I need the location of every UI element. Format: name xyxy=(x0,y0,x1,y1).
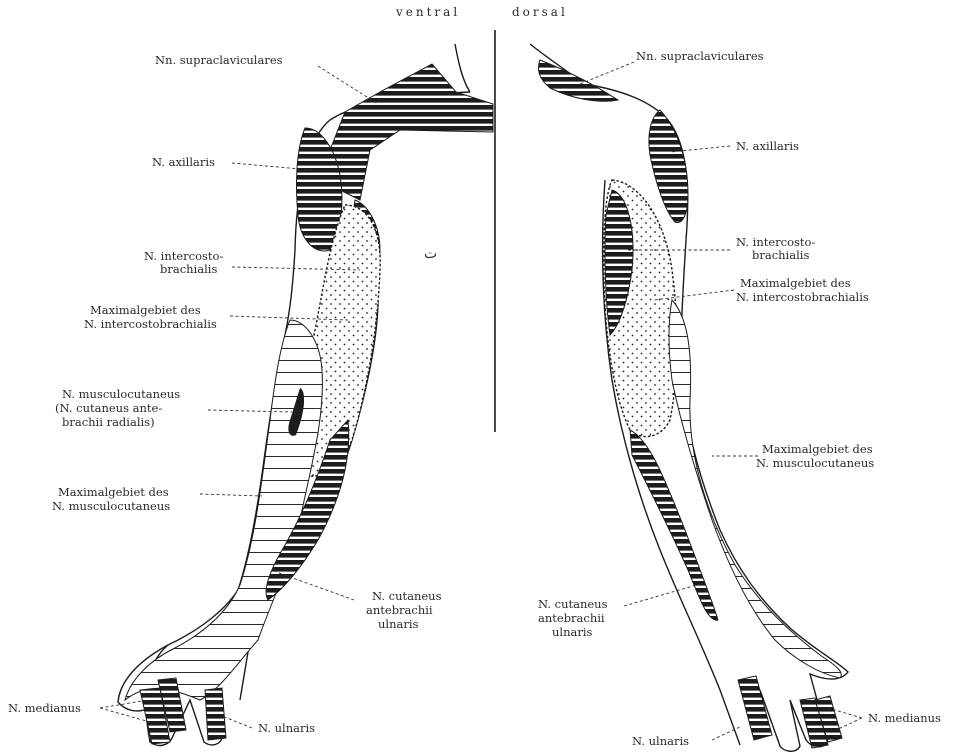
label-d-cutaneus-3: ulnaris xyxy=(552,625,593,639)
label-d-max-musculo-2: N. musculocutaneus xyxy=(756,456,874,470)
dorsal-max-musculocutaneus-area xyxy=(669,300,841,678)
label-v-max-musculo-2: N. musculocutaneus xyxy=(52,499,170,513)
label-d-ulnaris: N. ulnaris xyxy=(632,734,689,748)
label-v-axillaris: N. axillaris xyxy=(152,155,215,169)
label-v-musculo-1: N. musculocutaneus xyxy=(62,387,180,401)
dorsal-axillaris-area xyxy=(649,110,688,223)
label-d-supraclaviculares: Nn. supraclaviculares xyxy=(636,49,764,63)
label-v-cutaneus-1: N. cutaneus xyxy=(372,589,442,603)
label-d-intercosto-2: brachialis xyxy=(752,248,809,262)
label-v-max-intercosto-1: Maximalgebiet des xyxy=(90,303,201,317)
label-v-ulnaris: N. ulnaris xyxy=(258,721,315,735)
dorsal-header: dorsal xyxy=(512,5,568,19)
ventral-supraclavicular-area xyxy=(330,64,493,200)
label-d-max-intercosto-2: N. intercostobrachialis xyxy=(736,290,869,304)
label-v-max-musculo-1: Maximalgebiet des xyxy=(58,485,169,499)
label-v-musculo-3: brachii radialis) xyxy=(62,415,155,429)
label-v-cutaneus-3: ulnaris xyxy=(378,617,419,631)
label-d-max-musculo-1: Maximalgebiet des xyxy=(762,442,873,456)
label-v-medianus: N. medianus xyxy=(8,701,81,715)
label-v-intercosto-1: N. intercosto- xyxy=(144,249,223,263)
label-v-intercosto-2: brachialis xyxy=(160,262,217,276)
label-v-musculo-2: (N. cutaneus ante- xyxy=(55,401,162,415)
label-d-axillaris: N. axillaris xyxy=(736,139,799,153)
dorsal-supraclavicular-area xyxy=(538,60,618,101)
label-d-cutaneus-1: N. cutaneus xyxy=(538,597,608,611)
label-d-intercosto-1: N. intercosto- xyxy=(736,235,815,249)
label-v-max-intercosto-2: N. intercostobrachialis xyxy=(84,317,217,331)
ventral-header: ventral xyxy=(395,5,460,19)
label-d-max-intercosto-1: Maximalgebiet des xyxy=(740,276,851,290)
label-v-supraclaviculares: Nn. supraclaviculares xyxy=(155,53,283,67)
navel-mark: ت xyxy=(424,246,437,262)
label-d-medianus: N. medianus xyxy=(868,711,941,725)
ventral-ulnaris-fingers xyxy=(205,688,226,740)
label-d-cutaneus-2: antebrachii xyxy=(538,611,605,625)
label-v-cutaneus-2: antebrachii xyxy=(366,603,433,617)
